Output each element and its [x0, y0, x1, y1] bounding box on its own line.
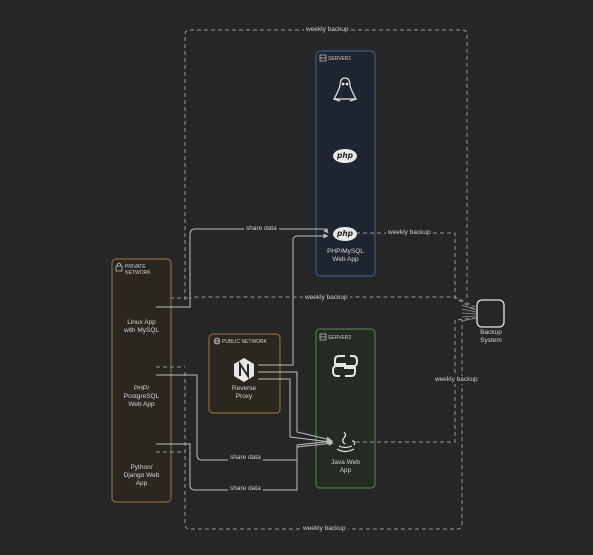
java-web-app-label: Java Web App — [331, 459, 360, 474]
edge-label-share-data: share data — [244, 225, 279, 233]
server2-label: SERVER2 — [328, 335, 352, 341]
server1-group — [315, 50, 376, 277]
edge-label-weekly-backup: weekly backup — [433, 376, 480, 384]
server-icon — [319, 54, 327, 341]
reverse-proxy-label: Reverse Proxy — [231, 385, 257, 400]
globe-icon — [213, 337, 221, 345]
backup-icon — [476, 299, 505, 328]
java-icon — [336, 431, 356, 453]
public-network-label: PUBLIC NETWORK — [222, 339, 268, 345]
python-django-app-label: Python/ Django Web App — [123, 464, 160, 487]
private-dashed-stubs — [156, 366, 185, 453]
backup-arrow-fan — [461, 304, 477, 322]
private-network-group — [111, 258, 172, 503]
python-icon — [331, 355, 359, 377]
php-mysql-app-label: PHP/MySQL Web App — [327, 248, 364, 263]
linux-app-label: Linux App with MySQL — [123, 319, 160, 334]
php-icon: php — [333, 149, 357, 163]
linux-icon — [332, 77, 358, 102]
edge-label-weekly-backup: weekly backup — [301, 525, 348, 533]
server2-group — [315, 328, 376, 489]
proxy-routing-lines — [258, 233, 332, 444]
private-network-label: PRIVATE NETWORK — [125, 264, 151, 276]
nginx-icon — [234, 358, 254, 382]
edge-label-weekly-backup: weekly backup — [304, 26, 351, 34]
php-postgresql-app-label: PHP/ PostgreSQL Web App — [123, 385, 160, 408]
php-icon: php — [333, 227, 357, 241]
edge-label-weekly-backup: weekly backup — [386, 229, 433, 237]
server1-label: SERVER1 — [328, 56, 352, 62]
edge-label-share-data: share data — [228, 454, 263, 462]
backup-system-label: Backup System — [480, 329, 502, 344]
edge-label-weekly-backup: weekly backup — [303, 294, 350, 302]
edge-label-share-data: share data — [228, 485, 263, 493]
lock-icon — [115, 262, 123, 272]
